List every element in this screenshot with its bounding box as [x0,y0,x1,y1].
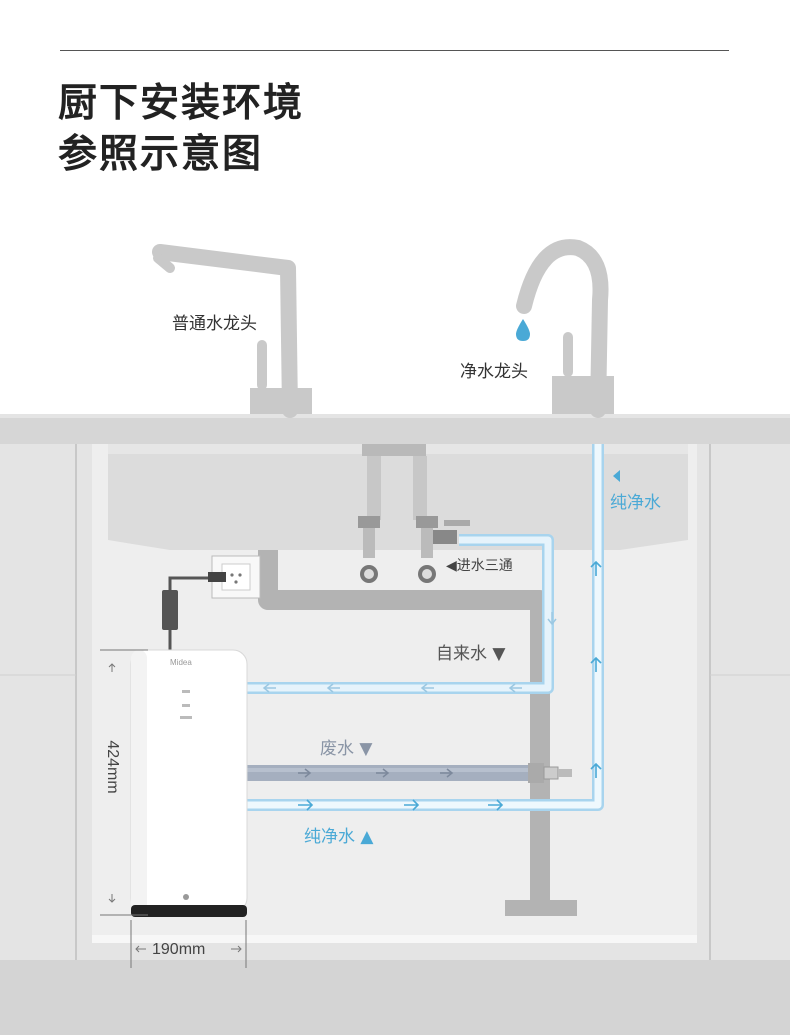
water-purifier [130,649,248,917]
page-title: 厨下安装环境 参照示意图 [58,78,304,180]
angle-valve-right [416,516,470,583]
pure-faucet [516,239,614,418]
power-socket [211,555,261,599]
pure-faucet-label: 净水龙头 [460,362,528,382]
tap-water-label: 自来水 ▼ [436,644,506,664]
tee-valve-label: ◀进水三通 [446,558,513,574]
drain-pipe [258,550,550,910]
pure-top-marker-icon [613,470,620,482]
width-dimension [130,920,247,968]
countertop [0,414,790,444]
angle-valve-left [358,516,380,583]
title-line-1: 厨下安装环境 [58,81,305,126]
power-adapter [162,590,178,630]
pure-flow-arrows [298,560,602,811]
title-line-2: 参照示意图 [58,132,264,177]
pure-water-bottom-label: 纯净水 ▲ [304,827,374,847]
top-divider [60,50,729,51]
waste-clamp [528,763,572,783]
pure-water-top-label: 纯净水 [610,493,661,513]
water-drop-icon [516,319,530,341]
waste-water-label: 废水 ▼ [320,739,373,759]
waste-water-pipe [246,765,536,781]
width-dimension-label: 190mm [152,941,206,958]
waste-flow-arrows [298,768,454,778]
purifier-brand-logo: Midea [170,658,192,667]
tap-flow-arrows [262,612,557,693]
normal-faucet-label: 普通水龙头 [172,314,257,334]
floor [0,960,790,1035]
sink-basin [108,444,688,550]
height-dimension-label: 424mm [104,740,121,794]
height-dimension [100,649,148,916]
normal-faucet [152,244,312,418]
